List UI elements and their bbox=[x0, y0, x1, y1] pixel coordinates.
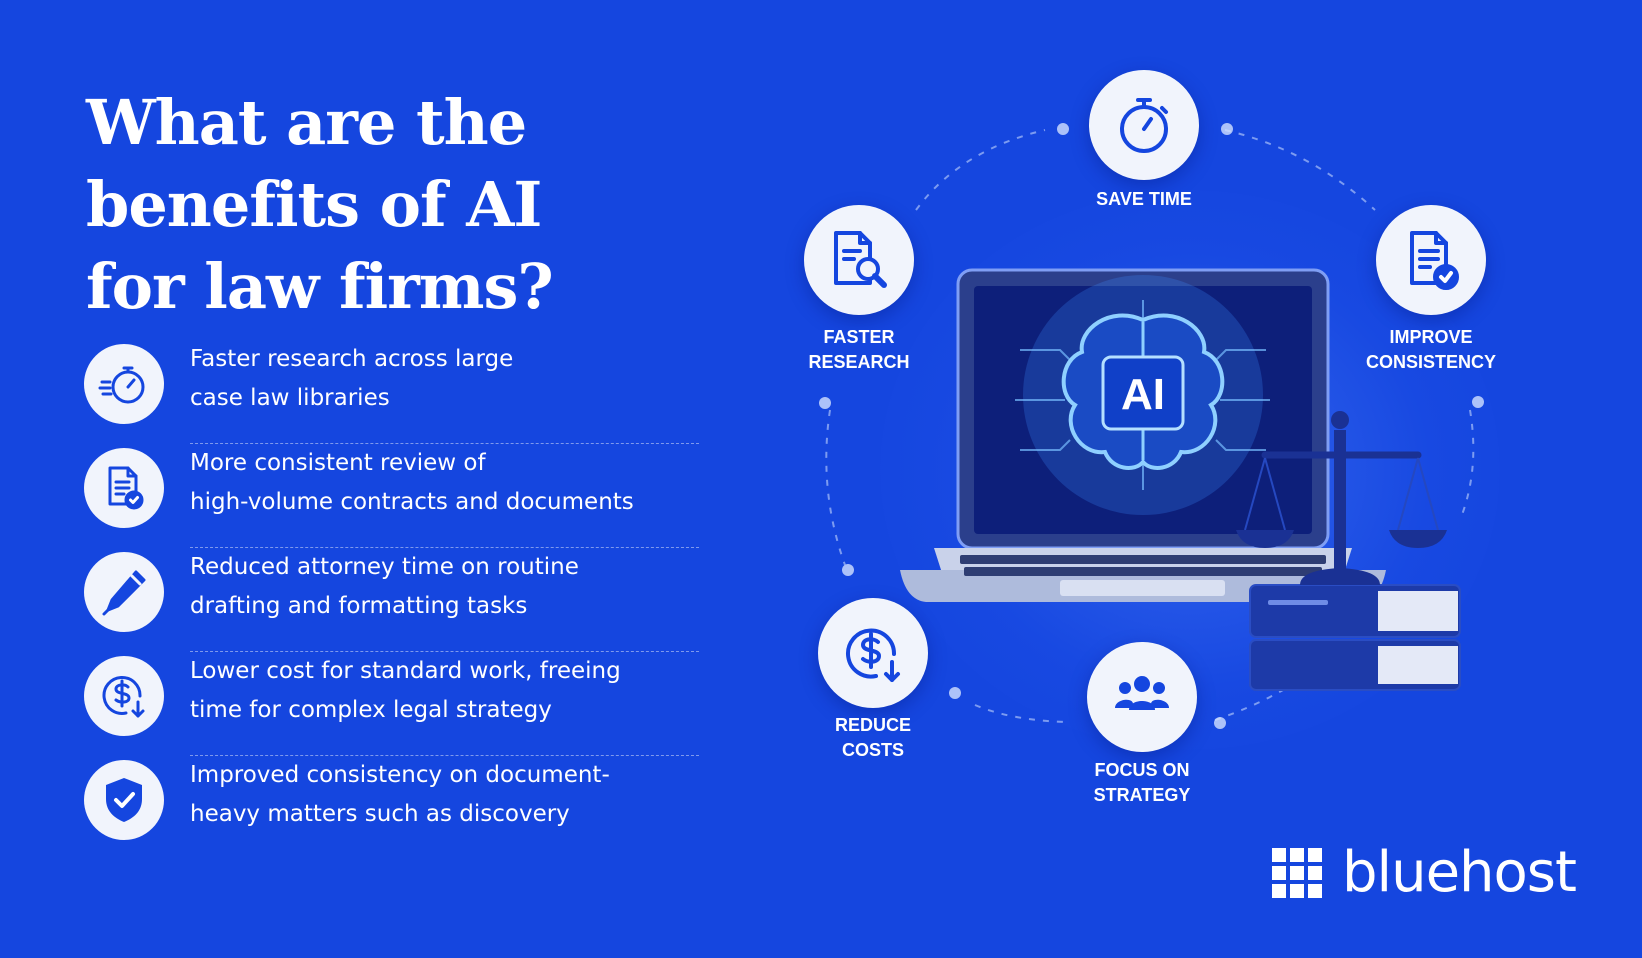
divider bbox=[190, 755, 699, 756]
node-label-line: FOCUS ON bbox=[1094, 760, 1190, 780]
benefit-line: Improved consistency on document- bbox=[190, 762, 610, 788]
benefit-item: Reduced attorney time on routine draftin… bbox=[84, 548, 699, 652]
node-label-line: IMPROVE bbox=[1389, 327, 1473, 347]
node-label: SAVE TIME bbox=[1044, 187, 1244, 212]
benefit-item: Faster research across large case law li… bbox=[84, 340, 699, 444]
benefit-item: Lower cost for standard work, freeing ti… bbox=[84, 652, 699, 756]
node-label: FOCUS ON STRATEGY bbox=[1042, 758, 1242, 808]
node-label-line: RESEARCH bbox=[808, 352, 910, 372]
divider bbox=[190, 547, 699, 548]
benefit-text: Improved consistency on document- heavy … bbox=[190, 756, 690, 834]
benefit-item: Improved consistency on document- heavy … bbox=[84, 756, 699, 860]
document-check-icon bbox=[84, 448, 164, 528]
benefit-text: Lower cost for standard work, freeing ti… bbox=[190, 652, 690, 730]
benefits-list: Faster research across large case law li… bbox=[84, 340, 699, 860]
pen-icon bbox=[84, 552, 164, 632]
scales-and-books-illustration bbox=[1236, 411, 1461, 691]
title-line: What are the bbox=[86, 86, 527, 159]
benefit-line: high-volume contracts and documents bbox=[190, 489, 634, 515]
node-save-time: SAVE TIME bbox=[1089, 70, 1199, 209]
page-title: What are the benefits of AI for law firm… bbox=[86, 82, 646, 328]
benefit-text: Reduced attorney time on routine draftin… bbox=[190, 548, 690, 626]
node-faster-research: FASTER RESEARCH bbox=[804, 205, 914, 372]
node-label-line: FASTER bbox=[823, 327, 895, 347]
dollar-down-icon bbox=[818, 598, 928, 708]
node-label: REDUCE COSTS bbox=[773, 713, 973, 763]
benefit-line: More consistent review of bbox=[190, 450, 486, 476]
document-search-icon bbox=[804, 205, 914, 315]
laptop-illustration bbox=[900, 268, 1386, 602]
grid-logo-icon bbox=[1272, 848, 1322, 898]
benefit-line: time for complex legal strategy bbox=[190, 697, 552, 723]
node-reduce-costs: REDUCE COSTS bbox=[818, 598, 928, 760]
benefit-line: Faster research across large bbox=[190, 346, 514, 372]
brand-name: bluehost bbox=[1342, 840, 1577, 905]
benefit-line: heavy matters such as discovery bbox=[190, 801, 570, 827]
benefit-item: More consistent review of high-volume co… bbox=[84, 444, 699, 548]
node-label-line: COSTS bbox=[841, 740, 904, 760]
benefit-line: drafting and formatting tasks bbox=[190, 593, 528, 619]
node-label: IMPROVE CONSISTENCY bbox=[1331, 325, 1531, 375]
title-line: for law firms? bbox=[86, 250, 554, 323]
benefit-line: Reduced attorney time on routine bbox=[190, 554, 579, 580]
divider bbox=[190, 651, 699, 652]
benefit-line: Lower cost for standard work, freeing bbox=[190, 658, 621, 684]
benefit-text: More consistent review of high-volume co… bbox=[190, 444, 690, 522]
shield-check-icon bbox=[84, 760, 164, 840]
bluehost-logo: bluehost bbox=[1272, 840, 1577, 905]
divider bbox=[190, 443, 699, 444]
stopwatch-icon bbox=[1089, 70, 1199, 180]
benefit-line: case law libraries bbox=[190, 385, 390, 411]
ai-chip-label: AI bbox=[1121, 370, 1165, 419]
node-label-line: STRATEGY bbox=[1093, 785, 1191, 805]
node-label-line: REDUCE bbox=[834, 715, 911, 735]
node-label: FASTER RESEARCH bbox=[759, 325, 959, 375]
node-focus-on-strategy: FOCUS ON STRATEGY bbox=[1087, 642, 1197, 805]
document-check-icon bbox=[1376, 205, 1486, 315]
node-label-line: CONSISTENCY bbox=[1365, 352, 1497, 372]
people-icon bbox=[1087, 642, 1197, 752]
dollar-down-icon bbox=[84, 656, 164, 736]
ring-dots bbox=[819, 123, 1484, 729]
benefit-text: Faster research across large case law li… bbox=[190, 340, 690, 418]
title-line: benefits of AI bbox=[86, 168, 542, 241]
node-label-line: SAVE TIME bbox=[1096, 189, 1192, 209]
stopwatch-icon bbox=[84, 344, 164, 424]
node-improve-consistency: IMPROVE CONSISTENCY bbox=[1366, 205, 1496, 372]
